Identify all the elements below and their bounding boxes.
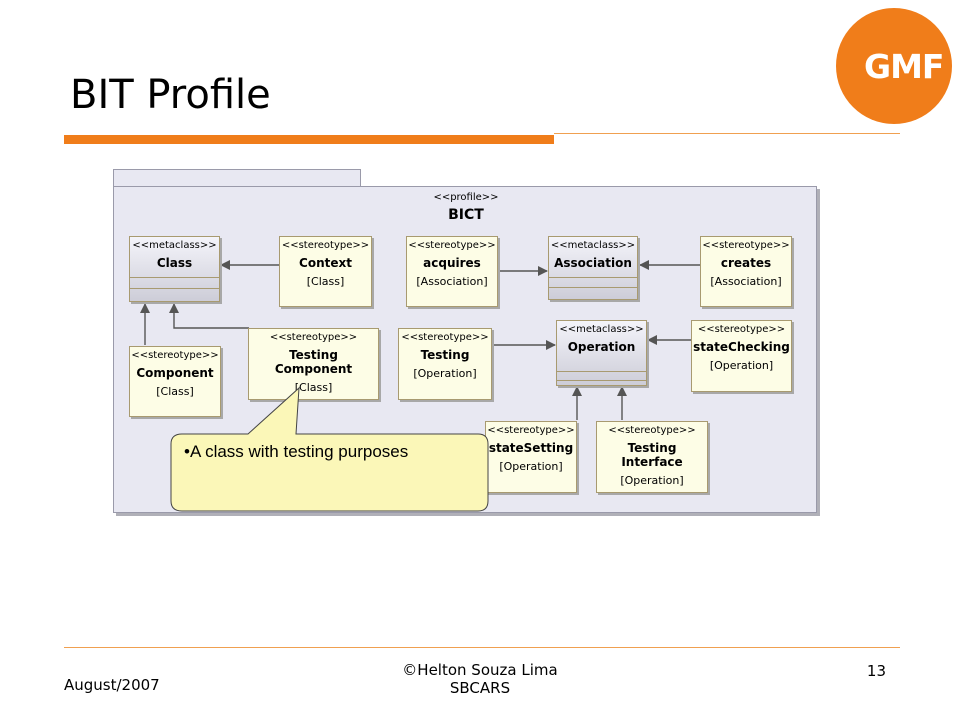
box-name: Component (136, 366, 214, 380)
box-stereotype: <<metaclass>> (132, 240, 217, 251)
compartment-line (557, 371, 646, 372)
box-name: Testing Interface (621, 441, 683, 469)
callout-text: •A class with testing purposes (184, 442, 409, 461)
box-stereotype: <<stereotype>> (608, 425, 696, 436)
footer-event: SBCARS (449, 679, 511, 697)
compartment-line (130, 288, 219, 289)
title-underline-thin (554, 133, 900, 134)
box-name: Association (554, 256, 632, 270)
metaclass-class: <<metaclass>> Class (129, 236, 220, 302)
box-name: creates (720, 256, 772, 270)
box-base: [Association] (710, 275, 782, 288)
stereotype-context: <<stereotype>> Context [Class] (279, 236, 372, 307)
box-stereotype: <<stereotype>> (697, 324, 786, 335)
stereotype-testing: <<stereotype>> Testing [Operation] (398, 328, 492, 400)
stereotype-creates: <<stereotype>> creates [Association] (700, 236, 792, 307)
stereotype-state-checking: <<stereotype>> stateChecking [Operation] (691, 320, 792, 392)
box-name: stateChecking (693, 340, 790, 354)
stereotype-testing-component: <<stereotype>> Testing Component [Class] (248, 328, 379, 400)
stereotype-state-setting: <<stereotype>> stateSetting [Operation] (485, 421, 577, 493)
box-base: [Operation] (709, 359, 774, 372)
title-underline-bar (64, 135, 554, 144)
box-name: acquires (423, 256, 481, 270)
package-stereotype: <<profile>> (433, 192, 499, 203)
box-stereotype: <<stereotype>> (401, 332, 489, 343)
metaclass-operation: <<metaclass>> Operation (556, 320, 647, 386)
box-stereotype: <<metaclass>> (550, 240, 636, 251)
box-name: Testing Component (274, 348, 353, 376)
logo-text: GMF (864, 47, 944, 86)
metaclass-association: <<metaclass>> Association (548, 236, 638, 300)
box-base: [Class] (306, 275, 345, 288)
box-stereotype: <<stereotype>> (408, 240, 496, 251)
page-number: 13 (866, 662, 886, 680)
arrow-testingcomponent-to-class (169, 303, 249, 329)
box-name: Testing (420, 348, 470, 362)
box-stereotype: <<stereotype>> (487, 425, 575, 436)
footer-divider (64, 647, 900, 648)
gmf-logo: GMF (836, 8, 952, 124)
package-tab (113, 169, 361, 188)
stereotype-component: <<stereotype>> Component [Class] (129, 346, 221, 417)
footer-author: ©Helton Souza Lima (402, 661, 558, 679)
compartment-line (549, 287, 637, 288)
stereotype-testing-interface: <<stereotype>> Testing Interface [Operat… (596, 421, 708, 493)
footer-credit: ©Helton Souza Lima SBCARS (300, 661, 660, 697)
box-stereotype: <<stereotype>> (131, 350, 219, 361)
box-stereotype: <<stereotype>> (702, 240, 790, 251)
footer-date: August/2007 (64, 676, 160, 694)
box-base: [Operation] (499, 460, 563, 473)
box-base: [Association] (416, 275, 488, 288)
compartment-line (130, 277, 219, 278)
compartment-line (549, 277, 637, 278)
box-stereotype: <<stereotype>> (269, 332, 358, 343)
box-stereotype: <<metaclass>> (559, 324, 644, 335)
stereotype-acquires: <<stereotype>> acquires [Association] (406, 236, 498, 307)
compartment-line (557, 380, 646, 381)
box-name: Context (299, 256, 352, 270)
box-base: [Class] (156, 385, 194, 398)
box-base: [Class] (294, 381, 333, 394)
package-name: BICT (448, 207, 484, 223)
slide-title: BIT Profile (70, 72, 271, 118)
box-stereotype: <<stereotype>> (281, 240, 370, 251)
box-name: stateSetting (488, 441, 574, 455)
box-base: [Operation] (620, 474, 684, 487)
box-base: [Operation] (413, 367, 477, 380)
box-name: Operation (567, 340, 636, 354)
box-name: Class (156, 256, 193, 270)
